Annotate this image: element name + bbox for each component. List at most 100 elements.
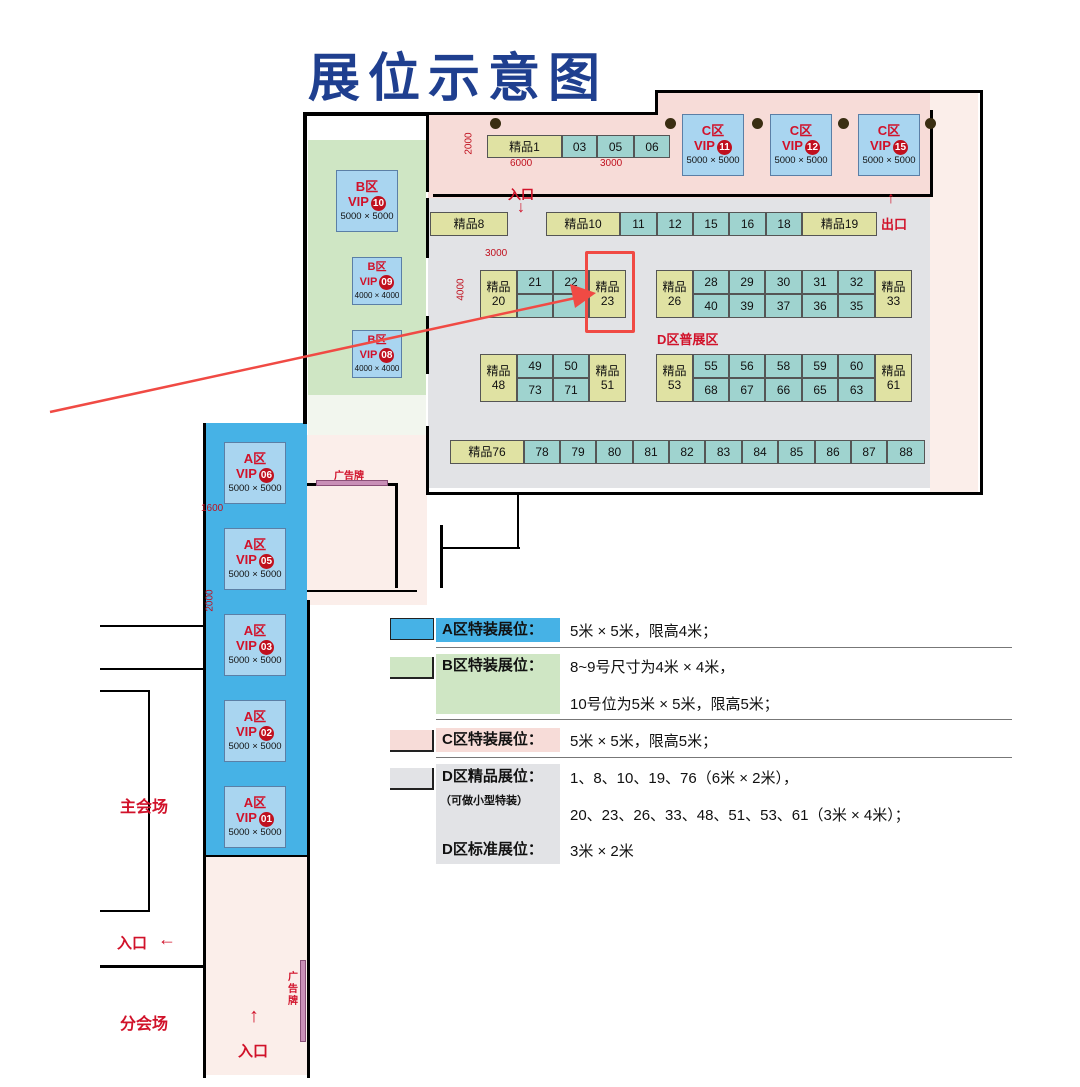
booth-d[interactable]: 16 (729, 212, 766, 236)
booth-d[interactable]: 85 (778, 440, 815, 464)
vip-number: 06 (258, 467, 274, 483)
booth-d[interactable]: 60 (838, 354, 875, 378)
booth-d-premium[interactable]: 精品 61 (875, 354, 912, 402)
booth-c[interactable]: 精品1 (487, 135, 562, 158)
booth-d[interactable]: 81 (633, 440, 669, 464)
booth-d[interactable]: 30 (765, 270, 802, 294)
pointer-head (570, 284, 596, 308)
booth-d-premium[interactable]: 精品 26 (656, 270, 693, 318)
vip-code: VIP (236, 551, 257, 567)
booth-d[interactable]: 65 (802, 378, 838, 402)
booth-d[interactable]: 50 (553, 354, 589, 378)
wall (426, 198, 429, 258)
wall (980, 90, 983, 495)
booth-d[interactable]: 37 (765, 294, 802, 318)
legend-swatch-b (390, 657, 434, 679)
legend-d-std-label: D区标准展位： (442, 841, 543, 858)
corridor-area-2 (307, 435, 427, 605)
zone-b-light (308, 395, 426, 435)
pillar (838, 118, 849, 129)
booth-c[interactable]: 05 (597, 135, 634, 158)
booth-d-premium[interactable]: 精品 20 (480, 270, 517, 318)
booth-d[interactable]: 63 (838, 378, 875, 402)
pillar (752, 118, 763, 129)
booth-d[interactable]: 精品10 (546, 212, 620, 236)
exit-label: 出口 (881, 217, 908, 232)
booth-d[interactable]: 12 (657, 212, 693, 236)
vip-code: VIP (359, 349, 378, 361)
booth-d[interactable]: 88 (887, 440, 925, 464)
booth-d[interactable]: 82 (669, 440, 705, 464)
booth-d[interactable]: 58 (765, 354, 802, 378)
legend-swatch-a (390, 618, 434, 640)
booth-d[interactable]: 32 (838, 270, 875, 294)
booth-d[interactable]: 精品19 (802, 212, 877, 236)
booth-d[interactable]: 28 (693, 270, 729, 294)
exit-arrow-icon: ↑ (887, 190, 895, 207)
booth-d-premium[interactable]: 精品 51 (589, 354, 626, 402)
booth-d[interactable]: 55 (693, 354, 729, 378)
booth-c[interactable]: 06 (634, 135, 670, 158)
legend-a-label: A区特装展位： (436, 618, 560, 642)
booth-d[interactable]: 68 (693, 378, 729, 402)
booth-d[interactable]: 84 (742, 440, 778, 464)
legend-swatch-d (390, 768, 434, 790)
booth-d[interactable]: 21 (517, 270, 553, 294)
legend-c-label: C区特装展位： (436, 728, 560, 752)
booth-d[interactable]: 40 (693, 294, 729, 318)
booth-d[interactable]: 39 (729, 294, 765, 318)
booth-d[interactable]: 36 (802, 294, 838, 318)
booth-d[interactable]: 精品8 (430, 212, 508, 236)
booth-d[interactable]: 66 (765, 378, 802, 402)
booth-d-premium[interactable]: 精品 53 (656, 354, 693, 402)
booth-d[interactable]: 86 (815, 440, 851, 464)
booth-d[interactable]: 73 (517, 378, 553, 402)
booth-c[interactable]: 03 (562, 135, 597, 158)
entrance-arrow-icon: ↓ (517, 199, 525, 216)
booth-d[interactable]: 78 (524, 440, 560, 464)
vip-zone: C区 (701, 122, 725, 138)
ad-board-label: 广告牌 (334, 471, 364, 482)
booth-d-premium[interactable]: 精品 33 (875, 270, 912, 318)
vip-code: VIP (236, 809, 257, 825)
booth-d[interactable]: 29 (729, 270, 765, 294)
booth-d[interactable]: 31 (802, 270, 838, 294)
booth-d[interactable]: 15 (693, 212, 729, 236)
booth-d[interactable]: 83 (705, 440, 742, 464)
legend-divider (436, 757, 1012, 758)
vip-number: 11 (716, 139, 732, 155)
booth-d[interactable]: 87 (851, 440, 887, 464)
booth-d[interactable]: 67 (729, 378, 765, 402)
booth-d[interactable]: 80 (596, 440, 633, 464)
vip-zone: C区 (789, 122, 813, 138)
dim-label: 1600 (201, 503, 224, 514)
vip-code: VIP (870, 137, 891, 153)
booth-d[interactable]: 56 (729, 354, 765, 378)
vip-number: 01 (258, 811, 274, 827)
wall (440, 525, 443, 588)
booth-d[interactable]: 79 (560, 440, 596, 464)
wall (428, 112, 658, 115)
booth-d[interactable]: 71 (553, 378, 589, 402)
booth-d[interactable]: 59 (802, 354, 838, 378)
booth-d[interactable]: 11 (620, 212, 657, 236)
booth-d[interactable]: 49 (517, 354, 553, 378)
booth-d-premium[interactable]: 精品 48 (480, 354, 517, 402)
arrow-left-icon: ← (158, 929, 176, 949)
vip-number: 02 (258, 725, 274, 741)
booth-d[interactable]: 精品76 (450, 440, 524, 464)
booth-d[interactable]: 18 (766, 212, 802, 236)
booth-d[interactable]: 35 (838, 294, 875, 318)
booth-d-premium-highlighted[interactable]: 精品 23 (589, 270, 626, 318)
